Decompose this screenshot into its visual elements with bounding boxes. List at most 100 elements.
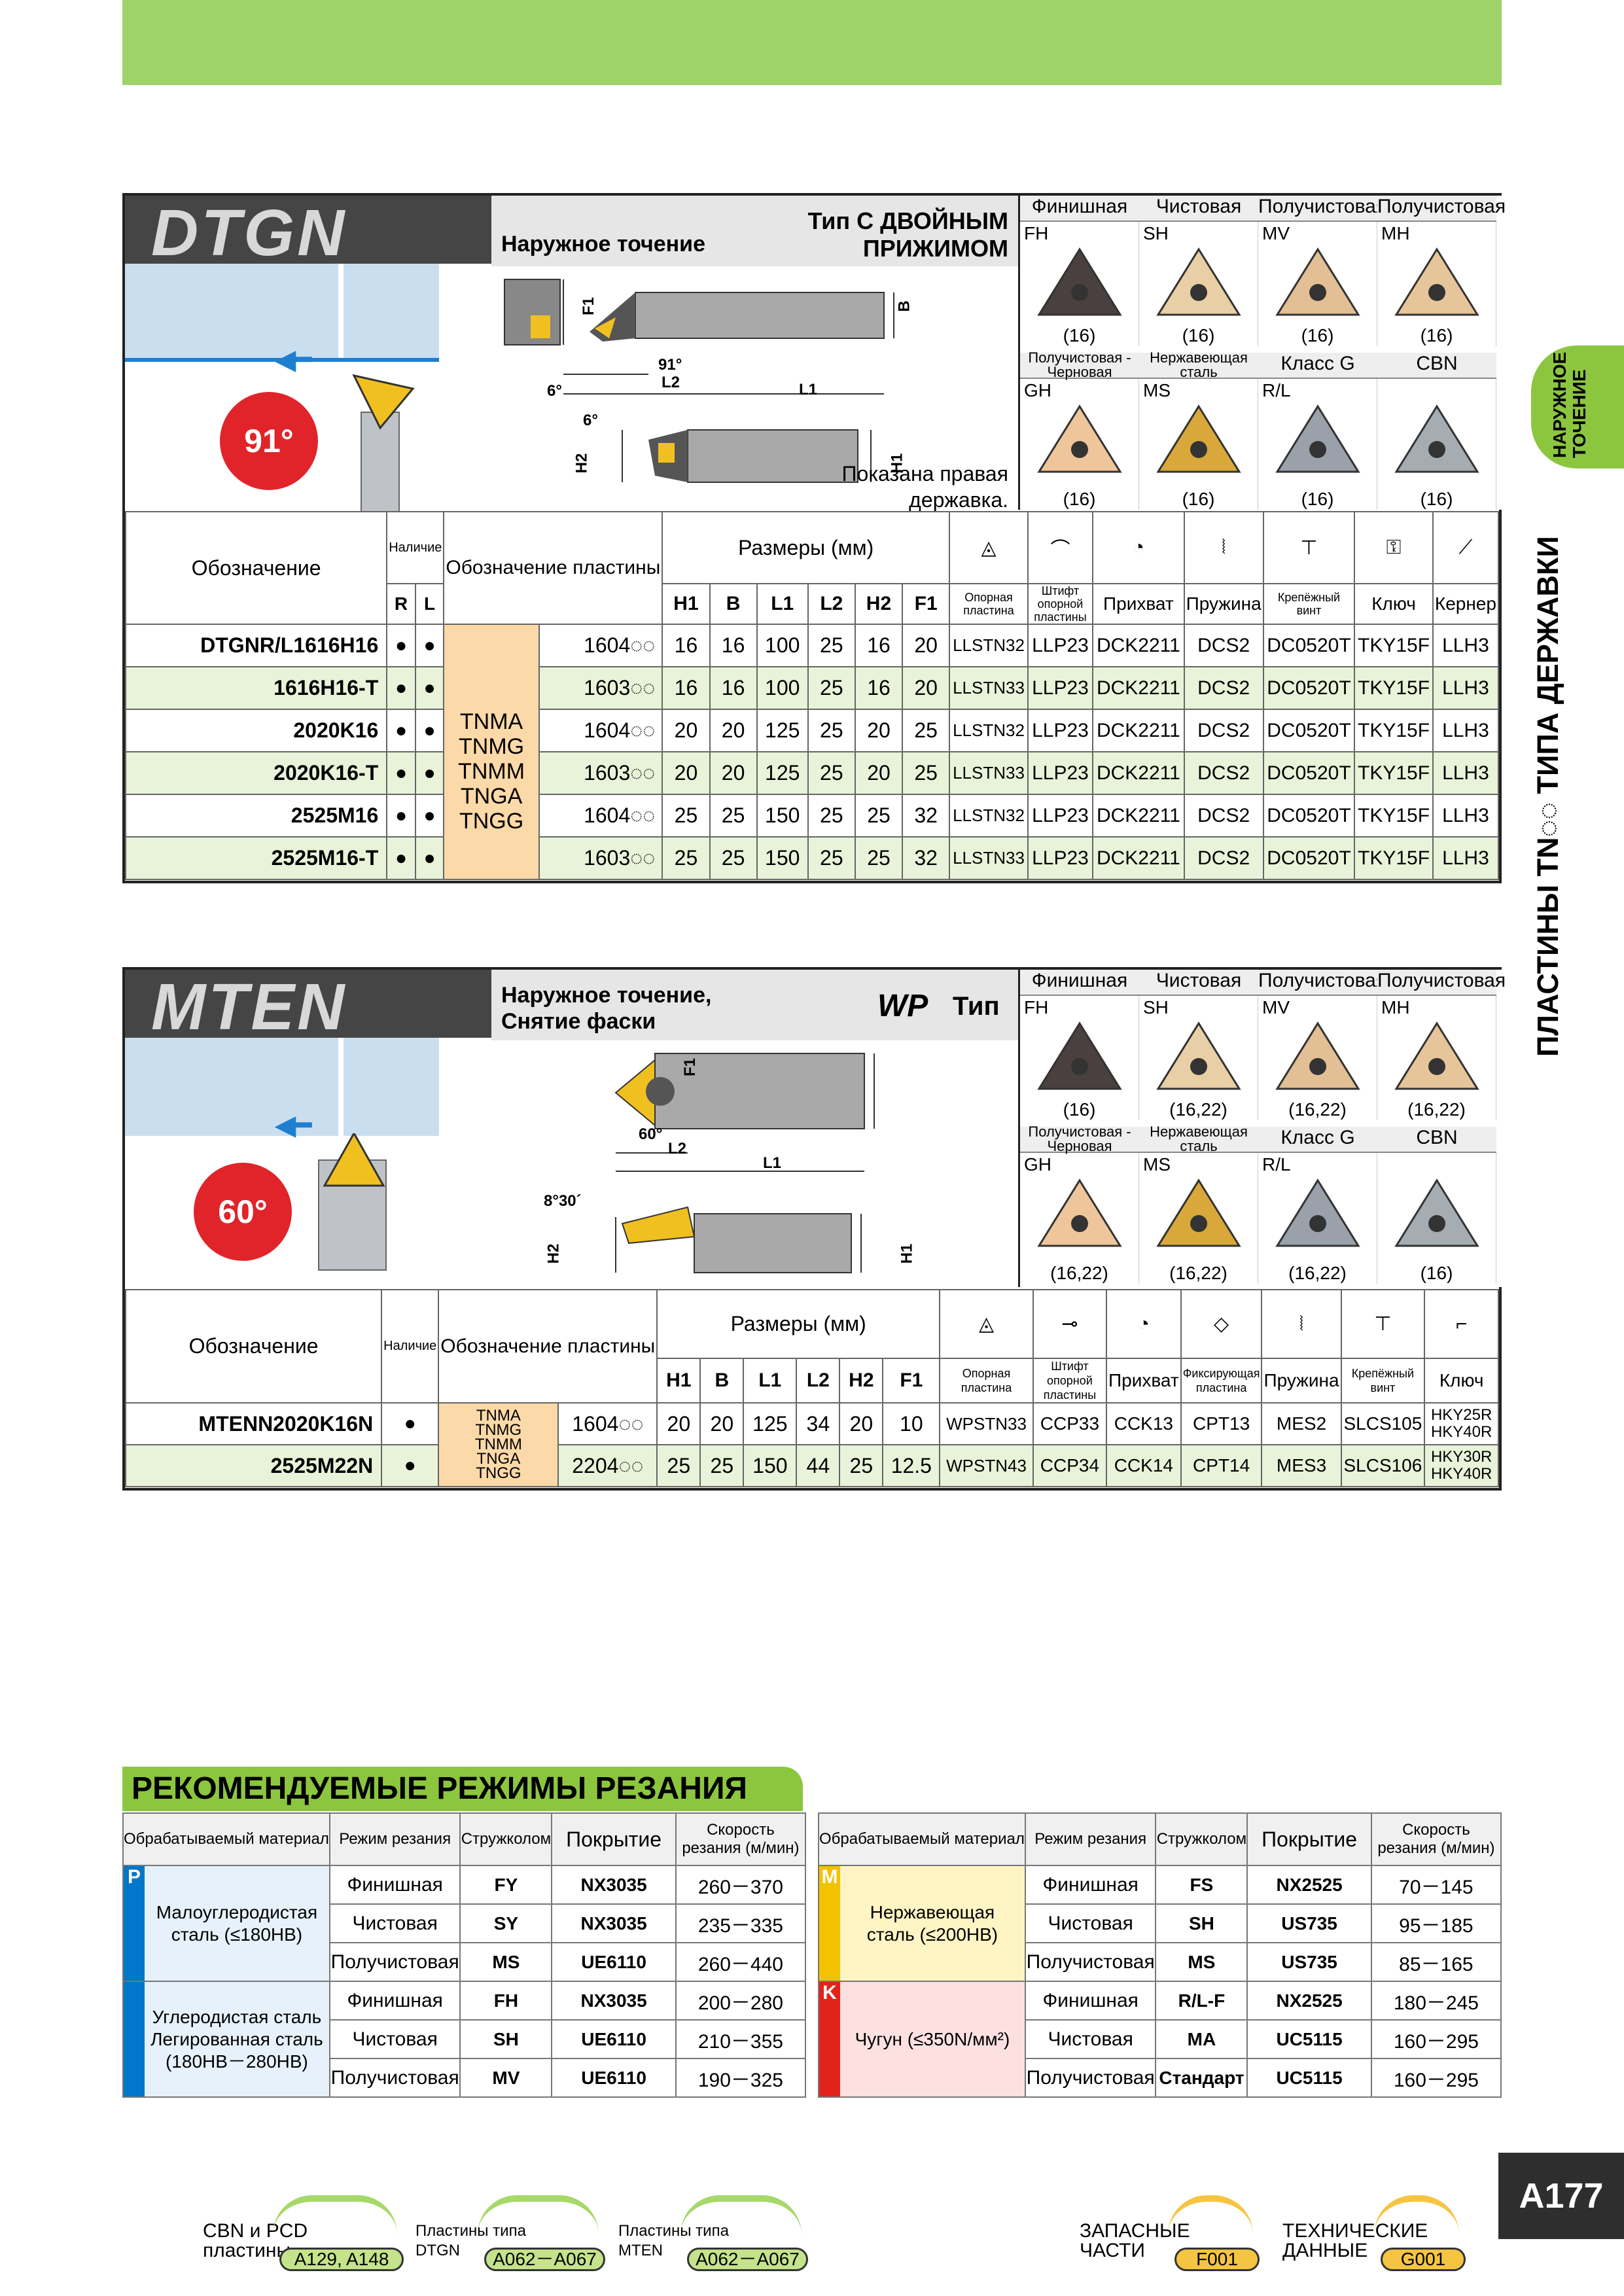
part-code[interactable]: TKY15F bbox=[1354, 836, 1434, 880]
footer-page-ref[interactable]: A062－A067 bbox=[484, 2248, 605, 2271]
part-code[interactable]: LLH3 bbox=[1432, 751, 1500, 795]
part-code[interactable]: LLH3 bbox=[1432, 666, 1500, 710]
part-code[interactable]: CCK13 bbox=[1106, 1402, 1182, 1445]
insert-card[interactable]: MS(16) bbox=[1139, 379, 1258, 510]
part-code[interactable]: TKY15F bbox=[1354, 751, 1434, 795]
part-code[interactable]: DC0520T bbox=[1262, 666, 1356, 710]
insert-card[interactable]: SH(16) bbox=[1139, 222, 1258, 346]
recommend-col: Режим резания bbox=[1024, 1812, 1157, 1866]
part-code[interactable]: DCK2211 bbox=[1092, 794, 1185, 838]
footer-page-ref[interactable]: F001 bbox=[1174, 2248, 1260, 2271]
part-code[interactable]: LLP23 bbox=[1027, 836, 1094, 880]
part-code[interactable]: DCS2 bbox=[1183, 836, 1264, 880]
part-code[interactable]: LLP23 bbox=[1027, 794, 1094, 838]
part-code[interactable]: DCS2 bbox=[1183, 666, 1264, 710]
part-code[interactable]: LLSTN33 bbox=[949, 751, 1029, 795]
part-code[interactable]: CCP34 bbox=[1032, 1444, 1108, 1487]
part-code[interactable]: TKY15F bbox=[1354, 794, 1434, 838]
insert-size-count: (16) bbox=[1182, 489, 1215, 509]
part-code[interactable]: LLP23 bbox=[1027, 666, 1094, 710]
dim-value: 20 bbox=[662, 751, 711, 795]
part-code[interactable]: DCK2211 bbox=[1092, 836, 1185, 880]
footer-page-ref[interactable]: G001 bbox=[1381, 2248, 1466, 2271]
insert-card[interactable]: MH(16,22) bbox=[1377, 996, 1496, 1120]
part-code[interactable]: LLH3 bbox=[1432, 794, 1500, 838]
insert-card[interactable]: FH(16) bbox=[1020, 996, 1139, 1120]
dim-l1: L1 bbox=[799, 381, 818, 398]
part-code[interactable]: MES3 bbox=[1261, 1444, 1342, 1487]
col-part: Ключ bbox=[1424, 1358, 1499, 1404]
part-code[interactable]: SLCS105 bbox=[1340, 1402, 1426, 1445]
section-tab[interactable] bbox=[1531, 345, 1624, 468]
availability: ● bbox=[381, 1402, 440, 1445]
tab-label-line1: НАРУЖНОЕ bbox=[1549, 351, 1570, 458]
part-code[interactable]: DC0520T bbox=[1262, 624, 1356, 667]
part-code[interactable]: LLH3 bbox=[1432, 709, 1500, 752]
part-code[interactable]: DCK2211 bbox=[1092, 751, 1185, 795]
part-code[interactable]: CCK14 bbox=[1106, 1444, 1182, 1487]
insert-size: 2204◌◌ bbox=[557, 1444, 658, 1487]
part-code[interactable]: DCS2 bbox=[1183, 709, 1264, 752]
part-code[interactable]: TKY15F bbox=[1354, 666, 1434, 710]
insert-card[interactable]: GH(16,22) bbox=[1020, 1153, 1139, 1284]
part-code[interactable]: LLP23 bbox=[1027, 709, 1094, 752]
part-code[interactable]: DCK2211 bbox=[1092, 666, 1185, 710]
dim-value: 25 bbox=[662, 836, 711, 880]
part-code[interactable]: LLP23 bbox=[1027, 624, 1094, 667]
insert-triangle-icon bbox=[323, 1133, 385, 1187]
insert-card[interactable]: R/L(16) bbox=[1258, 379, 1377, 510]
insert-card[interactable]: (16) bbox=[1377, 379, 1496, 510]
insert-card[interactable]: MS(16,22) bbox=[1139, 1153, 1258, 1284]
part-code[interactable]: CCP33 bbox=[1032, 1402, 1108, 1445]
part-code[interactable]: DC0520T bbox=[1262, 751, 1356, 795]
part-code[interactable]: LLSTN32 bbox=[949, 794, 1029, 838]
insert-card[interactable]: R/L(16,22) bbox=[1258, 1153, 1377, 1284]
part-code[interactable]: DCK2211 bbox=[1092, 709, 1185, 752]
part-code[interactable]: LLH3 bbox=[1432, 624, 1500, 667]
part-code[interactable]: DCS2 bbox=[1183, 794, 1264, 838]
part-code[interactable]: TKY15F bbox=[1354, 709, 1434, 752]
part-code[interactable]: LLSTN33 bbox=[949, 836, 1029, 880]
insert-card[interactable]: FH(16) bbox=[1020, 222, 1139, 346]
punch-icon: ⟋ bbox=[1432, 511, 1500, 584]
part-code[interactable]: CPT14 bbox=[1180, 1444, 1263, 1487]
col-dim-f1: F1 bbox=[902, 583, 951, 625]
insert-card[interactable]: (16) bbox=[1377, 1153, 1496, 1284]
insert-card[interactable]: MV(16,22) bbox=[1258, 996, 1377, 1120]
insert-card[interactable]: MH(16) bbox=[1377, 222, 1496, 346]
part-code[interactable]: LLP23 bbox=[1027, 751, 1094, 795]
part-code[interactable]: DC0520T bbox=[1262, 709, 1356, 752]
insert-card[interactable]: MV(16) bbox=[1258, 222, 1377, 346]
part-code[interactable]: LLSTN33 bbox=[949, 666, 1029, 710]
part-code[interactable]: LLSTN32 bbox=[949, 624, 1029, 667]
part-code[interactable]: DCS2 bbox=[1183, 624, 1264, 667]
part-code[interactable]: DCS2 bbox=[1183, 751, 1264, 795]
part-code[interactable]: SLCS106 bbox=[1340, 1444, 1426, 1487]
clamp-icon: ◔ bbox=[1106, 1289, 1182, 1359]
part-code[interactable]: DCK2211 bbox=[1092, 624, 1185, 667]
part-code[interactable]: LLH3 bbox=[1432, 836, 1500, 880]
insert-card[interactable]: GH(16) bbox=[1020, 379, 1139, 510]
part-code[interactable]: WPSTN43 bbox=[939, 1444, 1034, 1487]
footer-page-ref[interactable]: A129, A148 bbox=[279, 2248, 404, 2271]
footer-label-line: MTEN bbox=[618, 2242, 663, 2259]
insert-card[interactable]: SH(16,22) bbox=[1139, 996, 1258, 1120]
footer-page-ref[interactable]: A062－A067 bbox=[687, 2248, 808, 2271]
part-code[interactable]: DC0520T bbox=[1262, 794, 1356, 838]
part-code[interactable]: DC0520T bbox=[1262, 836, 1356, 880]
part-code[interactable]: WPSTN33 bbox=[939, 1402, 1034, 1445]
col-dim-l2: L2 bbox=[807, 583, 856, 625]
part-code[interactable]: TKY15F bbox=[1354, 624, 1434, 667]
part-code[interactable]: MES2 bbox=[1261, 1402, 1342, 1445]
insert-size-count: (16) bbox=[1301, 325, 1334, 345]
dim-value: 25 bbox=[854, 836, 904, 880]
part-code[interactable]: CPT13 bbox=[1180, 1402, 1263, 1445]
part-code[interactable]: LLSTN32 bbox=[949, 709, 1029, 752]
